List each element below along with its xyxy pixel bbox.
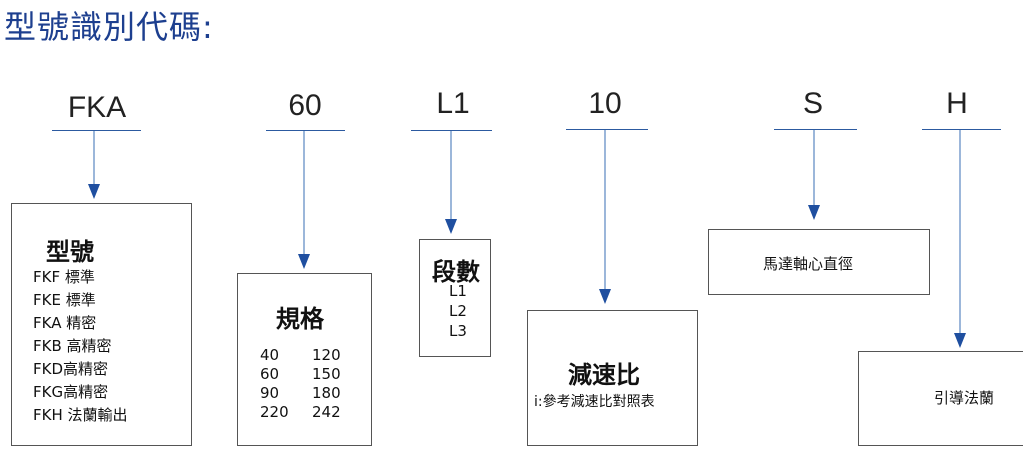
code-underline [266,130,345,131]
spec-value: 40 [260,346,280,364]
code-underline [566,129,648,130]
code-ratio: 10 [588,87,622,120]
page-title: 型號識別代碼: [4,8,214,46]
ratio-box: 減速比 i:參考減速比對照表 [527,310,698,446]
ratio-note: i:參考減速比對照表 [534,394,655,410]
arrowhead [808,205,820,220]
code-spec: 60 [288,89,322,122]
stages-box-title: 段數 [432,258,480,286]
flange-label: 引導法蘭 [934,389,995,407]
model-item: FKE 標準 [33,291,96,309]
stage-item: L2 [449,302,467,320]
code-model: FKA [67,91,127,124]
stage-item: L1 [449,282,467,300]
code-underline [922,129,1001,130]
spec-value: 90 [260,384,280,402]
model-item: FKD高精密 [33,360,109,378]
model-item: FKH 法蘭輸出 [33,406,128,424]
model-item: FKB 高精密 [33,337,112,355]
code-flange: H [946,87,968,120]
stages-box: 段數 L1 L2 L3 [419,239,491,357]
stage-item: L3 [449,322,467,340]
model-box-title: 型號 [46,238,94,266]
spec-value: 180 [312,384,341,402]
shaft-box: 馬達軸心直徑 [708,229,930,295]
code-underline [411,130,492,131]
code-underline [774,129,857,130]
spec-value: 220 [260,403,289,421]
flange-box: 引導法蘭 [858,351,1023,446]
model-item: FKA 精密 [33,314,97,332]
arrowhead [445,219,457,234]
spec-value: 60 [260,365,280,383]
code-stages: L1 [436,87,470,120]
model-item: FKF 標準 [33,268,95,286]
arrowhead [88,184,100,199]
spec-box-title: 規格 [276,305,324,333]
spec-value: 120 [312,346,341,364]
spec-box: 規格 40 120 60 150 90 180 220 242 [237,273,372,446]
arrowhead [599,289,611,304]
model-box: 型號 FKF 標準 FKE 標準 FKA 精密 FKB 高精密 FKD高精密 F… [11,203,192,446]
ratio-box-title: 減速比 [568,361,640,389]
model-item: FKG高精密 [33,383,109,401]
code-shaft: S [802,87,823,120]
shaft-label: 馬達軸心直徑 [763,255,854,273]
spec-value: 150 [312,365,341,383]
arrowhead [298,254,310,269]
arrowhead [954,333,966,348]
spec-value: 242 [312,403,341,421]
code-underline [52,130,141,131]
